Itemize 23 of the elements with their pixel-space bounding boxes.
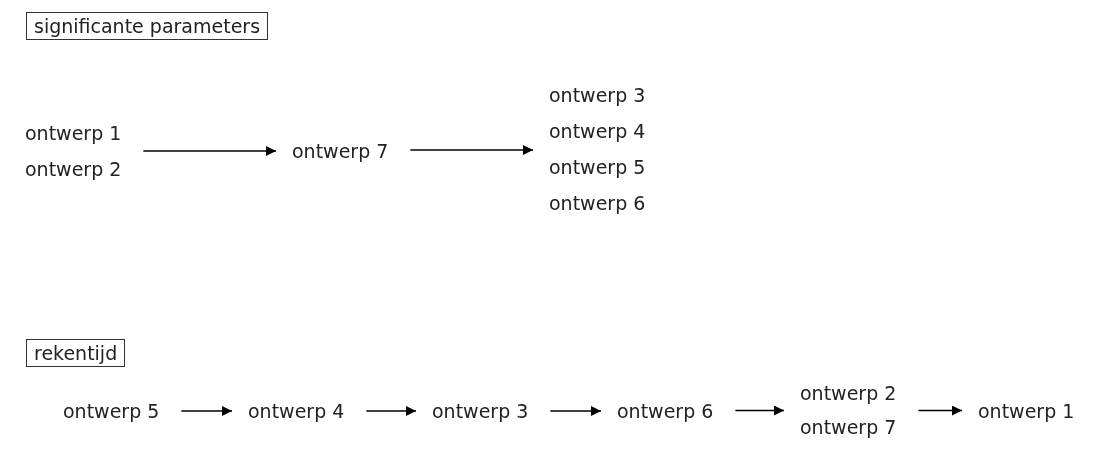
node-text: ontwerp 6	[617, 400, 714, 422]
arrow	[365, 406, 417, 416]
node-text: ontwerp 7	[800, 416, 897, 438]
arrow	[734, 405, 785, 416]
node-text: ontwerp 7	[292, 140, 389, 162]
arrow	[549, 406, 602, 416]
arrow	[409, 145, 534, 155]
node-text: ontwerp 5	[549, 156, 646, 178]
heading-box: significante parameters	[26, 12, 269, 40]
node-text: ontwerp 2	[800, 382, 897, 404]
node-text: ontwerp 5	[63, 400, 160, 422]
node-text: ontwerp 1	[25, 122, 122, 144]
arrow	[142, 146, 277, 156]
heading-box: rekentijd	[26, 339, 126, 367]
node-text: ontwerp 1	[978, 400, 1075, 422]
node-text: ontwerp 3	[549, 84, 646, 106]
node-text: ontwerp 2	[25, 158, 122, 180]
node-text: ontwerp 6	[549, 192, 646, 214]
node-text: ontwerp 4	[248, 400, 345, 422]
node-text: ontwerp 4	[549, 120, 646, 142]
node-text: ontwerp 3	[432, 400, 529, 422]
arrow	[180, 406, 233, 416]
arrow	[917, 405, 963, 416]
